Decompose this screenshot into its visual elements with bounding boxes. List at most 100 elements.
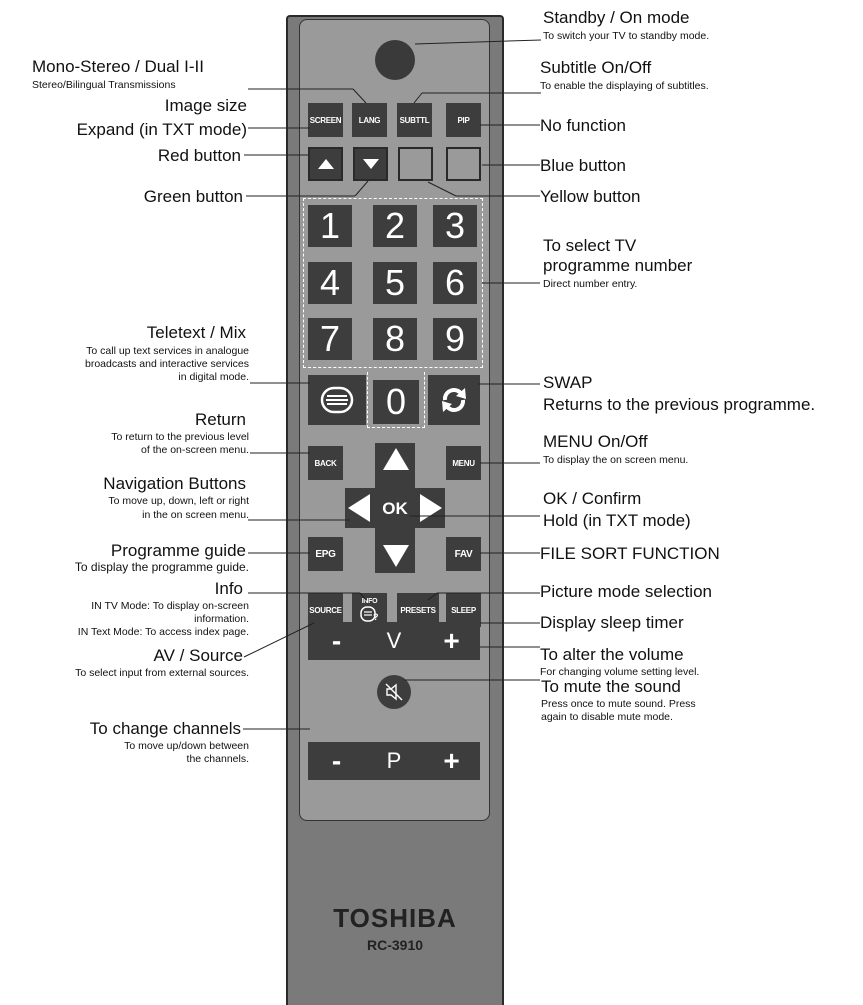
green-button[interactable] bbox=[353, 147, 388, 181]
guide-desc: To display the programme guide. bbox=[74, 560, 249, 574]
volume-up-button[interactable]: + bbox=[443, 625, 460, 656]
mono-desc: Stereo/Bilingual Transmissions bbox=[32, 79, 176, 91]
av-desc: To select input from external sources. bbox=[75, 667, 249, 679]
swap-desc: Returns to the previous programme. bbox=[543, 395, 816, 414]
teletext-desc-2: broadcasts and interactive services bbox=[85, 358, 249, 370]
nav-desc-1: To move up, down, left or right bbox=[108, 495, 249, 507]
mute-button[interactable] bbox=[377, 675, 411, 709]
number-7-button[interactable]: 7 bbox=[308, 318, 352, 360]
subtitle-button[interactable]: SUBTTL bbox=[397, 103, 432, 137]
fav-button[interactable]: FAV bbox=[446, 537, 481, 571]
yellow-button-label: Yellow button bbox=[540, 187, 641, 206]
nav-title: Navigation Buttons bbox=[103, 474, 246, 493]
number-5-button[interactable]: 5 bbox=[373, 262, 417, 304]
info-desc-3: IN Text Mode: To access index page. bbox=[77, 626, 249, 638]
arrow-down-icon bbox=[362, 159, 379, 169]
sleep-timer-label: Display sleep timer bbox=[540, 613, 684, 632]
sleep-button[interactable]: SLEEP bbox=[446, 593, 481, 627]
expand-label: Expand (in TXT mode) bbox=[76, 120, 247, 139]
volume-rocker[interactable]: - V + bbox=[308, 622, 480, 660]
info-desc-1: IN TV Mode: To display on-screen bbox=[91, 600, 249, 612]
ok-desc: Hold (in TXT mode) bbox=[543, 511, 691, 530]
red-button[interactable] bbox=[308, 147, 343, 181]
return-title: Return bbox=[194, 410, 246, 429]
model-number: RC-3910 bbox=[366, 937, 424, 953]
nav-left-button[interactable] bbox=[348, 494, 370, 522]
prog-title-2: programme number bbox=[543, 256, 693, 275]
nav-desc-2: in the on screen menu. bbox=[142, 509, 249, 521]
volume-down-button[interactable]: - bbox=[331, 625, 342, 656]
menu-desc: To display the on screen menu. bbox=[543, 454, 689, 466]
prog-desc: Direct number entry. bbox=[543, 278, 638, 290]
prog-title: To select TV bbox=[543, 236, 637, 255]
guide-title: Programme guide bbox=[110, 541, 246, 560]
number-2-button[interactable]: 2 bbox=[373, 205, 417, 247]
teletext-icon bbox=[320, 386, 354, 414]
info-title: Info bbox=[214, 579, 243, 598]
mute-desc-2: again to disable mute mode. bbox=[541, 711, 673, 723]
blue-button-label: Blue button bbox=[540, 156, 627, 175]
subtitle-desc: To enable the displaying of subtitles. bbox=[540, 80, 709, 92]
svg-text:?: ? bbox=[373, 612, 378, 622]
swap-icon bbox=[442, 388, 466, 412]
mute-desc-1: Press once to mute sound. Press bbox=[541, 698, 696, 710]
ok-button[interactable]: OK bbox=[372, 489, 418, 529]
teletext-button[interactable] bbox=[308, 375, 366, 425]
number-0-button[interactable]: 0 bbox=[373, 380, 419, 424]
image-size-label: Image size bbox=[164, 96, 247, 115]
channels-title: To change channels bbox=[89, 719, 241, 738]
standby-title: Standby / On mode bbox=[543, 8, 690, 27]
number-4-button[interactable]: 4 bbox=[308, 262, 352, 304]
screen-button[interactable]: SCREEN bbox=[308, 103, 343, 137]
channel-up-button[interactable]: + bbox=[443, 745, 460, 776]
arrow-up-icon bbox=[317, 159, 334, 169]
channel-down-button[interactable]: - bbox=[331, 745, 342, 776]
swap-button[interactable] bbox=[428, 375, 480, 425]
nav-right-button[interactable] bbox=[420, 494, 442, 522]
number-1-button[interactable]: 1 bbox=[308, 205, 352, 247]
brand-logo: TOSHIBA bbox=[333, 903, 457, 933]
back-button[interactable]: BACK bbox=[308, 446, 343, 480]
epg-button[interactable]: EPG bbox=[308, 537, 343, 571]
teletext-desc-3: in digital mode. bbox=[178, 371, 249, 383]
standby-desc: To switch your TV to standby mode. bbox=[543, 30, 710, 42]
info-button[interactable]: INFO ? bbox=[352, 593, 387, 627]
number-3-button[interactable]: 3 bbox=[433, 205, 477, 247]
menu-button[interactable]: MENU bbox=[446, 446, 481, 480]
av-title: AV / Source bbox=[153, 646, 243, 665]
pip-button[interactable]: PIP bbox=[446, 103, 481, 137]
number-6-button[interactable]: 6 bbox=[433, 262, 477, 304]
file-sort-label: FILE SORT FUNCTION bbox=[540, 544, 720, 563]
mute-title: To mute the sound bbox=[541, 677, 681, 696]
return-desc-1: To return to the previous level bbox=[111, 431, 249, 443]
info-label: INFO bbox=[361, 598, 378, 605]
channels-desc-1: To move up/down between bbox=[124, 740, 249, 752]
source-button[interactable]: SOURCE bbox=[308, 593, 343, 627]
volume-title: To alter the volume bbox=[540, 645, 684, 664]
red-button-label: Red button bbox=[157, 146, 241, 165]
picture-mode-label: Picture mode selection bbox=[540, 582, 712, 601]
volume-label: V bbox=[386, 628, 402, 653]
channels-desc-2: the channels. bbox=[186, 753, 249, 765]
info-icon: ? bbox=[359, 606, 378, 622]
mono-title: Mono-Stereo / Dual I-II bbox=[32, 57, 204, 76]
yellow-button[interactable] bbox=[398, 147, 433, 181]
teletext-desc-1: To call up text services in analogue bbox=[86, 345, 249, 357]
channel-label: P bbox=[386, 748, 402, 773]
number-9-button[interactable]: 9 bbox=[433, 318, 477, 360]
lang-button[interactable]: LANG bbox=[352, 103, 387, 137]
swap-title: SWAP bbox=[543, 373, 593, 392]
channel-rocker[interactable]: - P + bbox=[308, 742, 480, 780]
return-desc-2: of the on-screen menu. bbox=[141, 444, 249, 456]
mute-icon bbox=[385, 683, 403, 701]
info-desc-2: information. bbox=[194, 613, 249, 625]
subtitle-title: Subtitle On/Off bbox=[540, 58, 652, 77]
standby-button[interactable] bbox=[375, 40, 415, 80]
ok-title: OK / Confirm bbox=[543, 489, 642, 508]
blue-button[interactable] bbox=[446, 147, 481, 181]
nav-down-button[interactable] bbox=[383, 545, 409, 567]
green-button-label: Green button bbox=[143, 187, 243, 206]
zero-outline bbox=[367, 372, 425, 428]
number-8-button[interactable]: 8 bbox=[373, 318, 417, 360]
nav-up-button[interactable] bbox=[383, 448, 409, 470]
